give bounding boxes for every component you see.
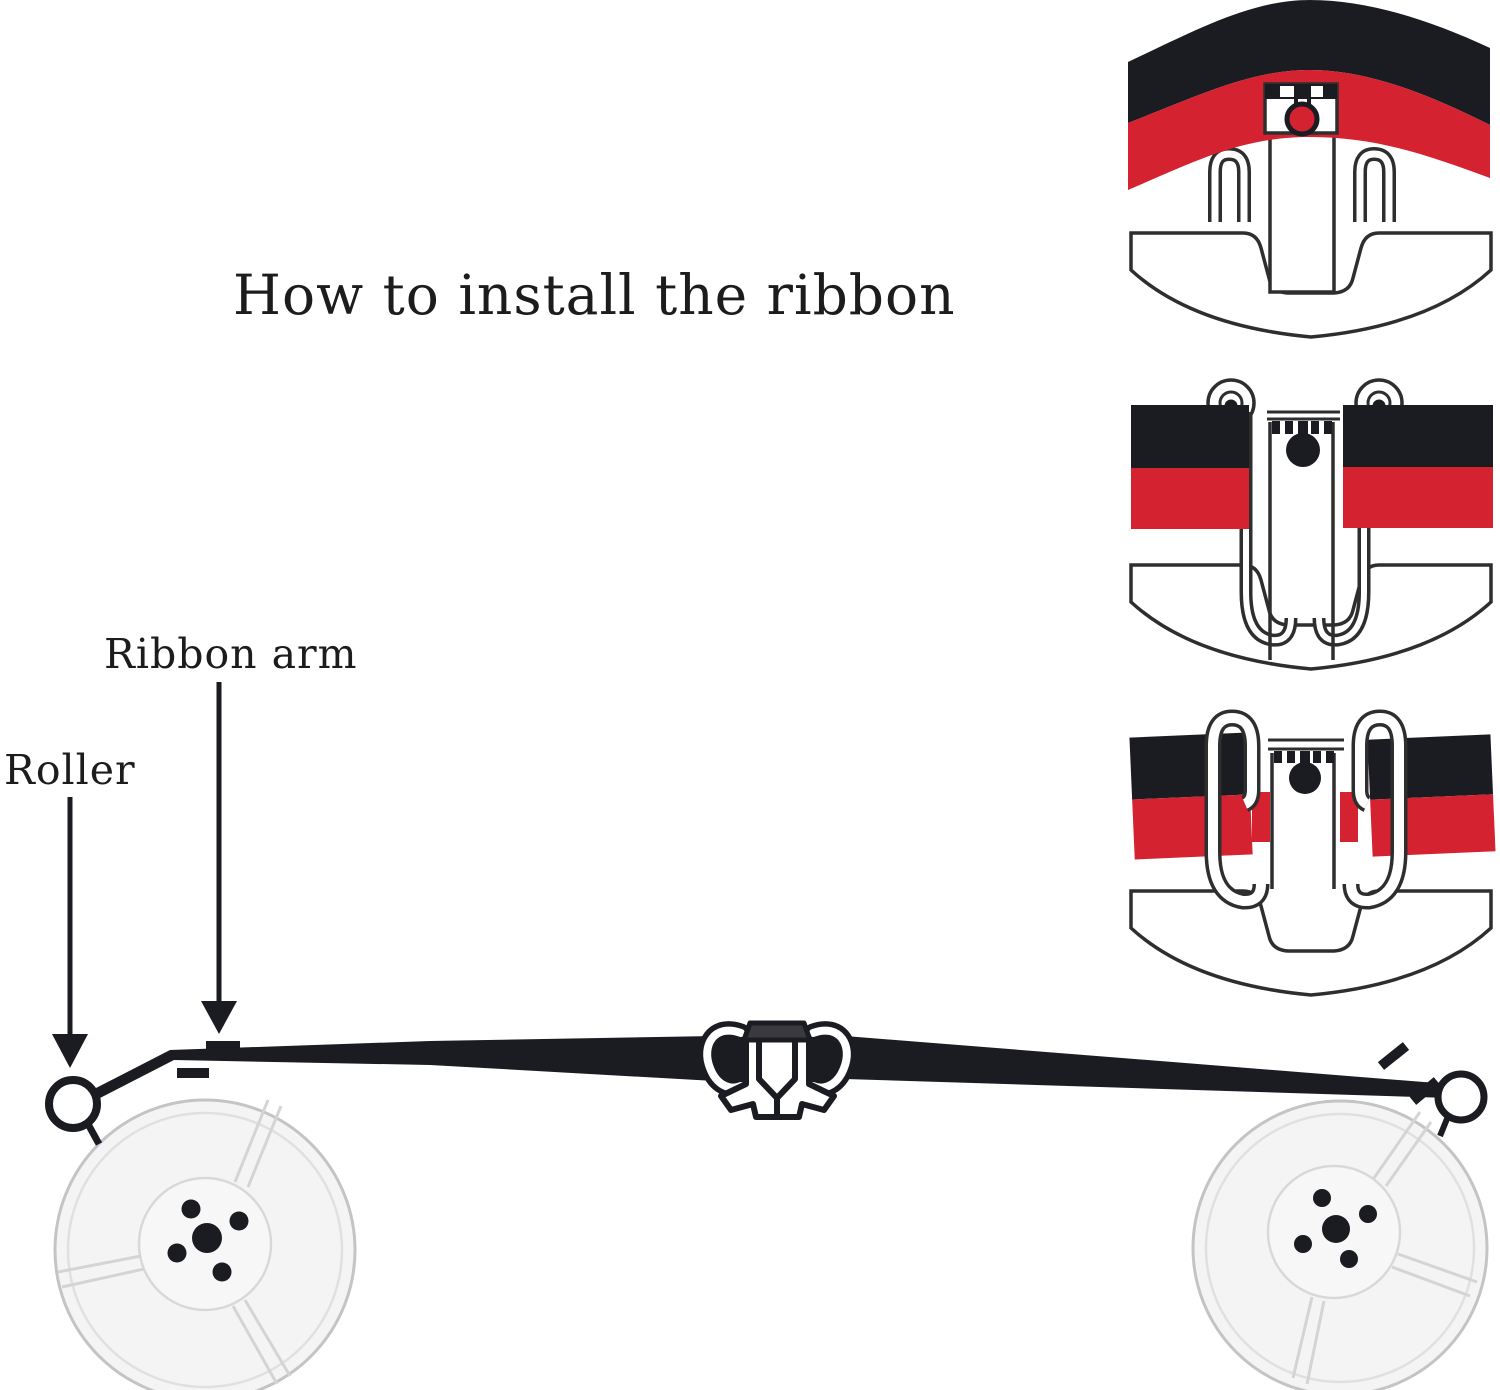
- left-ribbon-spool: [53, 1098, 357, 1390]
- ribbon-red-left: [1131, 468, 1249, 529]
- bob-neck: [1298, 421, 1308, 436]
- ribbon-black-right: [1343, 405, 1493, 467]
- guide-bracket: [1129, 889, 1493, 997]
- clip-bar: [1267, 410, 1340, 421]
- step-1-drape-ribbon-over-guide: [1128, 0, 1493, 339]
- vibrator-slot: [756, 1042, 798, 1117]
- right-roller: [1434, 1070, 1488, 1138]
- hook-slot-right-inner: [1356, 150, 1393, 222]
- ribbon-left: [1129, 732, 1253, 860]
- ribbon-black-wave: [1128, 0, 1490, 125]
- left-roller: [45, 1076, 103, 1146]
- hook-right-front: [1342, 709, 1408, 910]
- vibrator-bob: [1286, 433, 1320, 467]
- ribbon-black-left: [1131, 405, 1249, 468]
- hook-arm-left-inner: [1243, 412, 1294, 644]
- clip-ticks: [1272, 421, 1332, 434]
- vibrator-bob: [1289, 762, 1321, 794]
- hook-slot-left-inner: [1211, 150, 1248, 222]
- spool-spokes: [1291, 1111, 1478, 1385]
- spool-hub-holes: [167, 1199, 249, 1282]
- vibrator-hook-left: [697, 1021, 751, 1098]
- ribbon-red-right: [1343, 467, 1493, 528]
- vibrator-cap: [741, 1020, 813, 1043]
- step-3-ribbon-seated-behind-hooks: [1129, 709, 1496, 997]
- roller-label: Roller: [4, 746, 136, 794]
- post-top-band: [1265, 84, 1337, 99]
- post-top-gap-left: [1280, 86, 1294, 97]
- guide-post-lower: [1268, 128, 1336, 294]
- spool-hub-holes: [1294, 1189, 1377, 1268]
- vibrator-bob: [1284, 101, 1320, 137]
- hook-left-front: [1204, 709, 1270, 910]
- bob-neck: [1300, 751, 1310, 764]
- vibrator-body: [718, 1035, 837, 1120]
- right-ribbon-spool: [1191, 1099, 1489, 1390]
- vibrator-hook-right: [803, 1021, 857, 1098]
- ribbon-arm-label: Ribbon arm: [104, 630, 358, 678]
- ribbon-arm-marks: [177, 1041, 240, 1078]
- guide-bracket: [1129, 563, 1493, 671]
- post-top-gap-right: [1311, 86, 1323, 97]
- ribbon-red-patch-right: [1340, 792, 1358, 842]
- ribbon-arm-arrow: [201, 682, 237, 1034]
- roller-arrow: [52, 797, 88, 1068]
- guide-post-lines: [1268, 422, 1335, 660]
- clip-bar: [1268, 738, 1344, 751]
- clip-ticks: [1274, 751, 1334, 763]
- ribbon-vibrator: [697, 1020, 857, 1120]
- ribbon-right: [1367, 734, 1496, 857]
- step-2-press-ribbon-down: [1129, 378, 1493, 671]
- spool-spokes: [57, 1099, 292, 1385]
- right-guide-marks: [1377, 1042, 1441, 1105]
- guide-post-lines: [1270, 753, 1336, 889]
- page-title: How to install the ribbon: [233, 263, 956, 327]
- hook-arm-right-inner: [1316, 412, 1367, 644]
